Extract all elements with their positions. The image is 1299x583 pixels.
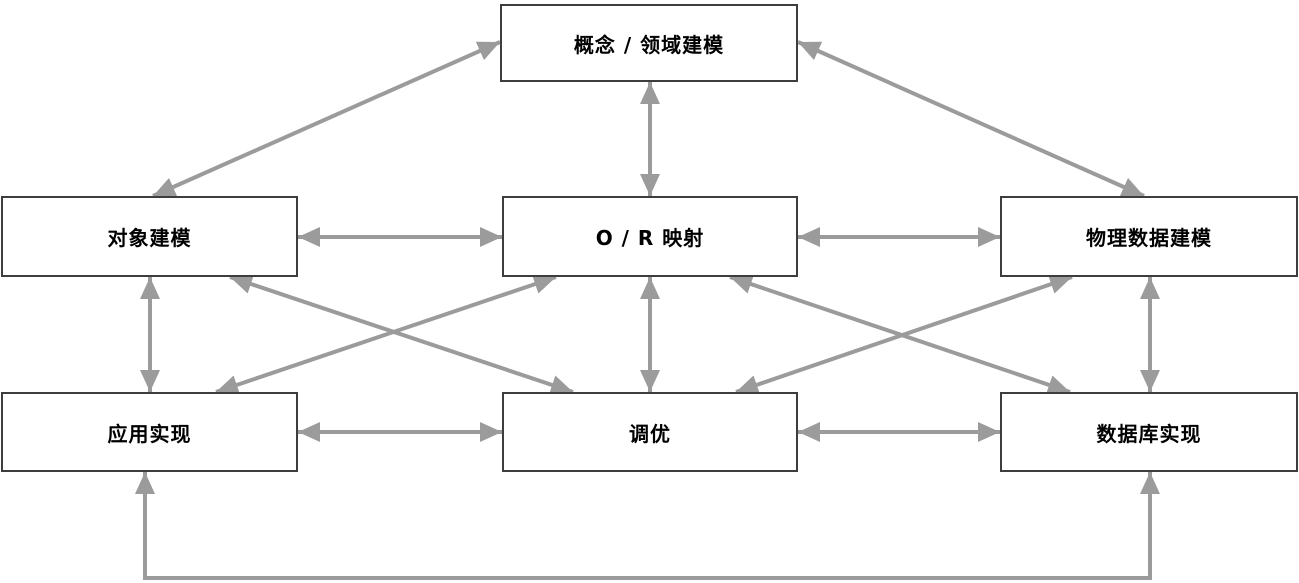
node-label-concept-domain-modeling: 概念 / 领域建模 (573, 32, 725, 57)
node-application-implementation: 应用实现 (1, 392, 298, 472)
node-physical-data-modeling: 物理数据建模 (1000, 196, 1298, 277)
node-label-object-modeling: 对象建模 (107, 226, 192, 250)
node-label-or-mapping: O / R 映射 (595, 226, 705, 250)
edge-application-to-database-bottom-route (135, 472, 1160, 580)
node-concept-domain-modeling: 概念 / 领域建模 (500, 4, 798, 82)
edge-tuning-to-physical (735, 274, 1073, 395)
node-database-implementation: 数据库实现 (1000, 392, 1298, 472)
node-label-tuning: 调优 (629, 421, 671, 446)
node-object-modeling: 对象建模 (1, 196, 298, 277)
edge-concept-to-object (152, 40, 501, 198)
node-tuning: 调优 (502, 392, 798, 472)
edge-application-to-or-mapping (215, 274, 557, 395)
edge-concept-to-physical (797, 40, 1145, 198)
node-label-database-implementation: 数据库实现 (1096, 421, 1202, 446)
node-or-mapping: O / R 映射 (502, 196, 798, 277)
node-label-physical-data-modeling: 物理数据建模 (1086, 226, 1212, 250)
node-label-application-implementation: 应用实现 (107, 421, 192, 446)
